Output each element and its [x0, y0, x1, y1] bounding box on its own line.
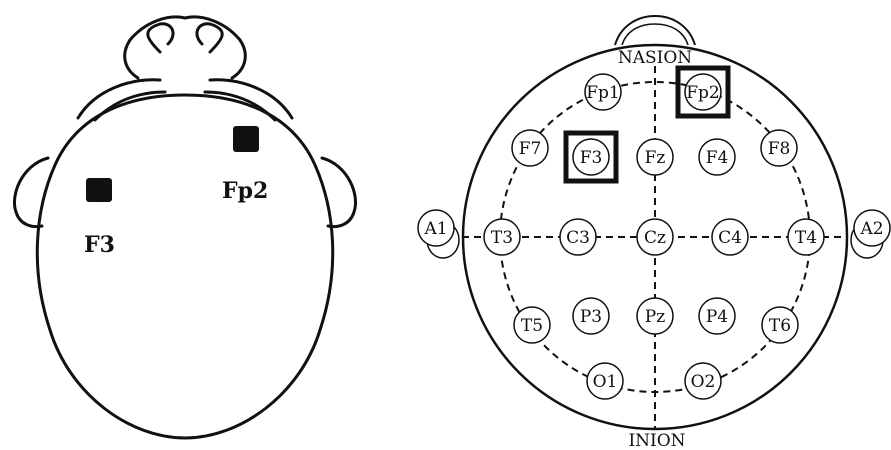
label-f4: F4 — [706, 148, 729, 168]
electrode-a2 — [853, 209, 891, 247]
map-nose — [614, 14, 696, 46]
electrode-t5 — [513, 306, 551, 344]
ten-twenty-map: Fp1 Fp2 F7 F3 Fz F4 F8 A1 T3 C3 Cz C4 T4… — [417, 14, 891, 450]
electrode-t4 — [787, 218, 825, 256]
electrode-c4 — [711, 218, 749, 256]
electrode-t6 — [761, 306, 799, 344]
nose-bridge-right — [230, 38, 247, 80]
inion-label: INION — [628, 431, 685, 450]
electrode-t3 — [483, 218, 521, 256]
nose-left-nostril — [146, 22, 175, 54]
label-t4: T4 — [795, 228, 817, 248]
fp2-electrode-marker — [233, 126, 259, 152]
electrode-c3 — [559, 218, 597, 256]
label-p3: P3 — [580, 307, 602, 327]
fp2-head-label: Fp2 — [222, 178, 268, 204]
electrode-f7 — [511, 129, 549, 167]
electrode-pz — [636, 297, 674, 335]
label-a1: A1 — [423, 219, 447, 239]
f3-highlight-box — [563, 130, 619, 184]
label-cz: Cz — [644, 228, 666, 248]
electrode-p3 — [572, 297, 610, 335]
f3-electrode-marker — [86, 178, 112, 202]
electrode-fp1 — [584, 73, 622, 111]
label-f7: F7 — [519, 139, 542, 159]
electrode-p4 — [698, 297, 736, 335]
map-nose-inner — [621, 23, 689, 46]
label-c3: C3 — [566, 228, 590, 248]
label-pz: Pz — [645, 307, 665, 327]
label-p4: P4 — [706, 307, 728, 327]
left-ear — [13, 156, 50, 229]
left-brow-lower — [93, 90, 167, 122]
electrode-o1 — [586, 362, 624, 400]
f3-head-label: F3 — [84, 232, 115, 258]
label-o1: O1 — [593, 372, 618, 392]
right-ear — [320, 156, 357, 229]
label-f8: F8 — [768, 139, 791, 159]
label-t5: T5 — [521, 316, 543, 336]
right-brow-lower — [203, 90, 277, 122]
electrode-o2 — [684, 362, 722, 400]
fp2-highlight-box — [675, 65, 731, 119]
label-t3: T3 — [491, 228, 513, 248]
label-c4: C4 — [718, 228, 742, 248]
electrode-a1 — [417, 209, 455, 247]
nose — [128, 15, 242, 42]
label-f3: F3 — [580, 148, 603, 168]
electrode-f3 — [572, 138, 610, 176]
electrode-cz — [636, 218, 674, 256]
label-fz: Fz — [645, 148, 666, 168]
label-o2: O2 — [691, 372, 716, 392]
nasion-label: NASION — [618, 48, 692, 68]
electrode-fp2 — [684, 73, 722, 111]
label-t6: T6 — [769, 316, 791, 336]
electrode-fz — [636, 138, 674, 176]
right-brow — [208, 78, 294, 120]
nose-bridge-left — [123, 38, 140, 80]
label-a2: A2 — [859, 219, 883, 239]
electrode-f8 — [760, 129, 798, 167]
head-top-view — [13, 15, 357, 440]
head-outline — [35, 93, 335, 440]
left-brow — [76, 78, 162, 120]
label-fp1: Fp1 — [586, 83, 620, 103]
electrode-f4 — [698, 138, 736, 176]
label-fp2: Fp2 — [686, 83, 720, 103]
nose-right-nostril — [195, 22, 224, 54]
